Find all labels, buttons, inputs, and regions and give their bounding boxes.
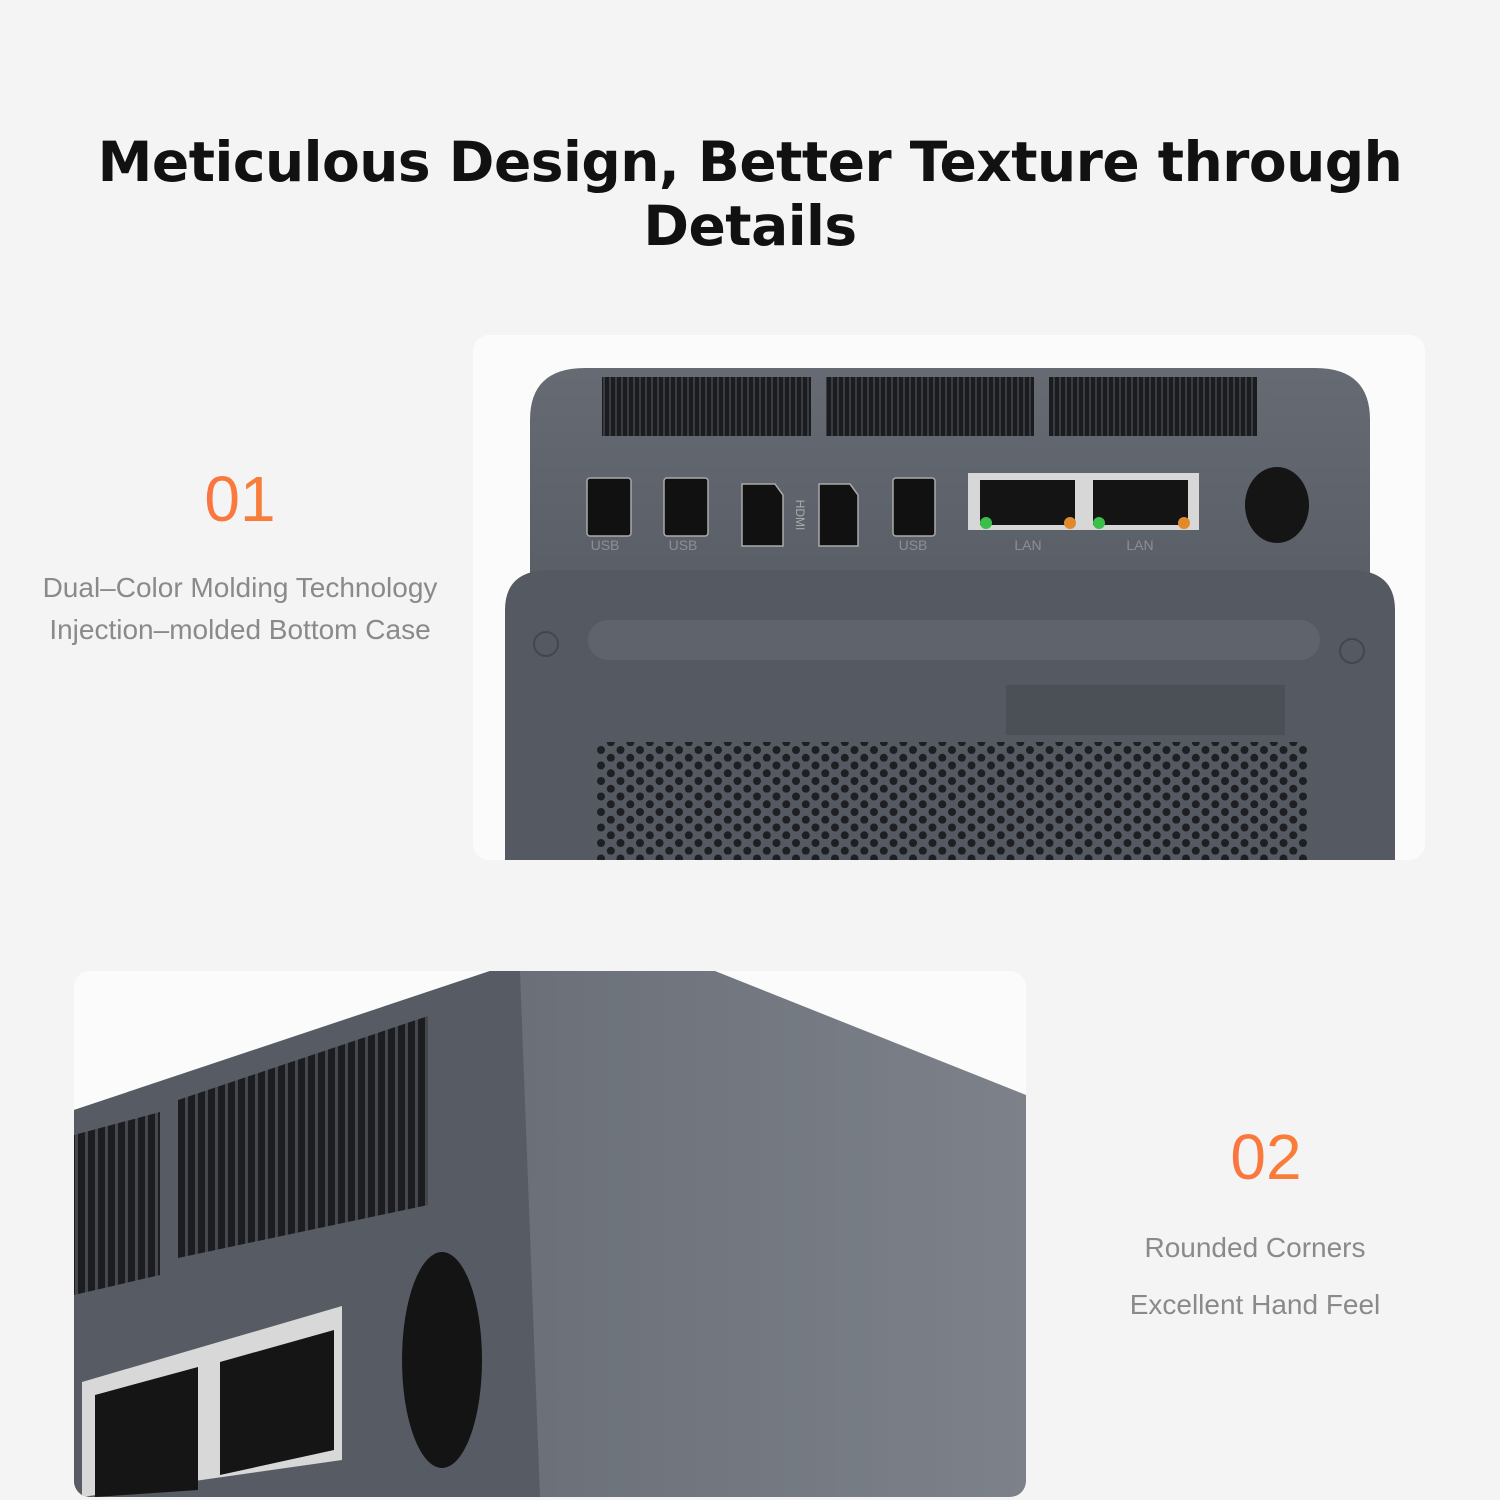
- feature-line: Rounded Corners: [1144, 1232, 1366, 1263]
- device-rear-illustration: USB USB HDMI USB LAN LAN: [505, 368, 1395, 860]
- port-label-hdmi: HDMI: [793, 500, 807, 531]
- feature-line: Dual–Color Molding Technology: [42, 572, 438, 603]
- feature-line: Injection–molded Bottom Case: [49, 614, 431, 645]
- port-label-usb: USB: [591, 537, 620, 553]
- device-corner-illustration: [74, 971, 1026, 1497]
- port-label-usb: USB: [669, 537, 698, 553]
- port-label-lan: LAN: [1014, 537, 1041, 553]
- feature-number-02: 02: [1166, 1120, 1366, 1194]
- feature-description-02: Rounded Corners Excellent Hand Feel: [1055, 1219, 1455, 1333]
- feature-number-01: 01: [140, 462, 340, 536]
- feature-description-01: Dual–Color Molding Technology Injection–…: [20, 567, 460, 651]
- product-image-corner: [74, 971, 1026, 1497]
- product-image-ports: USB USB HDMI USB LAN LAN: [473, 335, 1425, 860]
- headline: Meticulous Design, Better Texture throug…: [97, 130, 1403, 258]
- port-label-usb: USB: [899, 537, 928, 553]
- port-label-lan: LAN: [1126, 537, 1153, 553]
- feature-line: Excellent Hand Feel: [1129, 1289, 1381, 1320]
